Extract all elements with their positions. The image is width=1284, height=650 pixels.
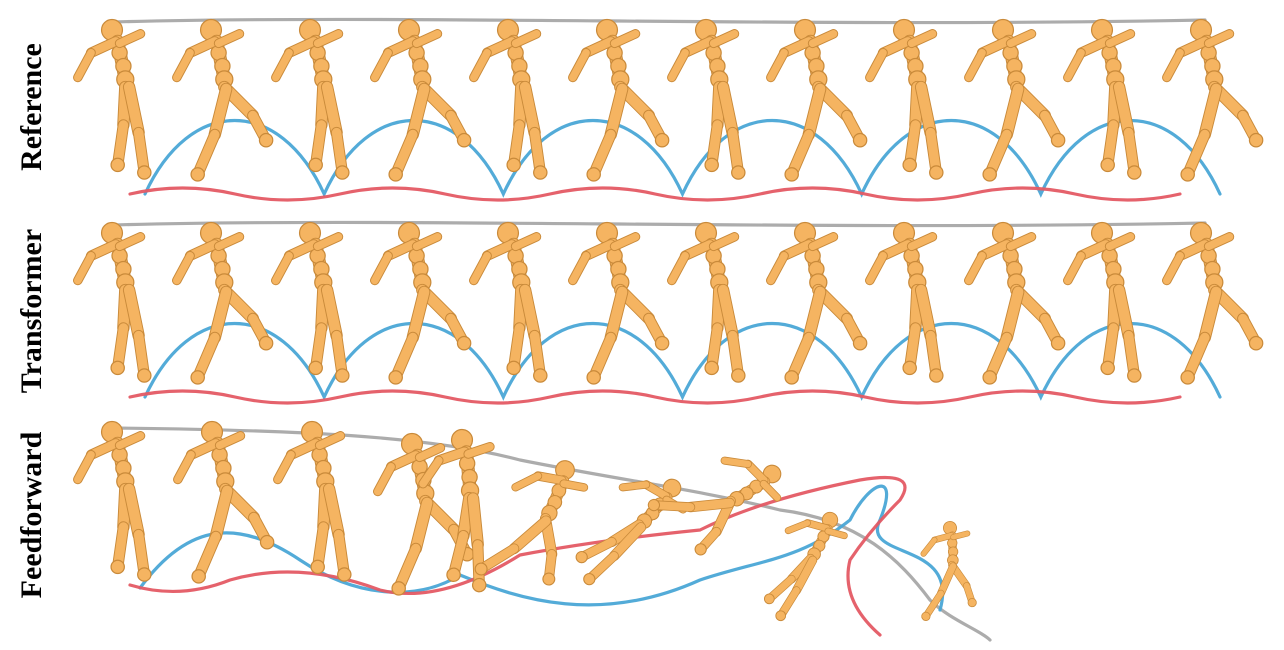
left-foot-trail bbox=[128, 186, 1182, 202]
runner-figure bbox=[568, 18, 670, 182]
right-foot-trail bbox=[143, 321, 1222, 401]
head-trail bbox=[110, 426, 992, 642]
left-foot-trail bbox=[128, 475, 907, 637]
runner-figure bbox=[172, 221, 274, 385]
runner-figure bbox=[568, 221, 670, 385]
head-trail bbox=[110, 17, 1207, 25]
left-foot-trail bbox=[128, 389, 1182, 405]
runner-figure bbox=[1162, 221, 1264, 385]
runner-figure bbox=[920, 521, 977, 621]
runner-figure bbox=[73, 18, 152, 180]
runner-figure bbox=[865, 18, 944, 180]
runner-figure bbox=[73, 420, 152, 582]
runner-figure bbox=[370, 18, 472, 182]
feedforward-row bbox=[73, 420, 992, 642]
runner-figure bbox=[763, 511, 848, 622]
runner-figure bbox=[1063, 18, 1142, 180]
runner-figure bbox=[271, 18, 350, 180]
runner-figure bbox=[1063, 221, 1142, 383]
runner-figure bbox=[647, 456, 782, 556]
runner-figure bbox=[667, 221, 746, 383]
runner-figure bbox=[273, 420, 352, 582]
runner-figure bbox=[172, 18, 274, 182]
runner-figure bbox=[173, 420, 275, 584]
runner-figure bbox=[766, 221, 868, 385]
runner-figure bbox=[271, 221, 350, 383]
runner-figure bbox=[474, 460, 589, 586]
runner-figure bbox=[1162, 18, 1264, 182]
reference-row bbox=[73, 17, 1264, 202]
runner-figure bbox=[370, 221, 472, 385]
head-trail bbox=[110, 220, 1207, 228]
runner-figure bbox=[73, 221, 152, 383]
runner-figure bbox=[469, 221, 548, 383]
transformer-row bbox=[73, 220, 1264, 405]
runner-figure bbox=[964, 18, 1066, 182]
runner-figure bbox=[469, 18, 548, 180]
right-foot-trail bbox=[143, 118, 1222, 198]
runner-figure bbox=[865, 221, 944, 383]
runner-figure bbox=[667, 18, 746, 180]
runner-figure bbox=[964, 221, 1066, 385]
runner-figure bbox=[766, 18, 868, 182]
